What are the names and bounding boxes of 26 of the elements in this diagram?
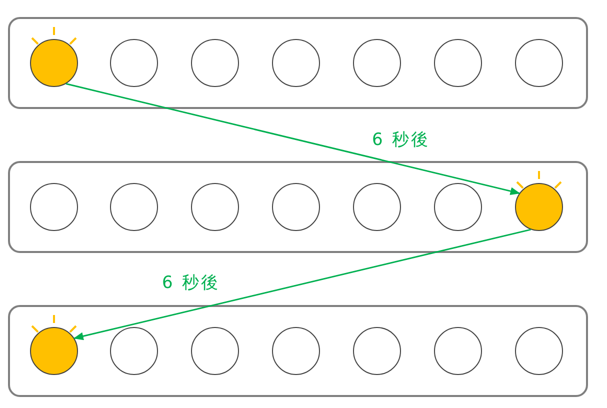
lamp-circle — [353, 183, 401, 231]
lamp-circle — [110, 327, 158, 375]
arrow — [73, 228, 531, 340]
lamp-circle — [272, 183, 320, 231]
lamp-circle — [110, 39, 158, 87]
lamp-circle — [272, 39, 320, 87]
lamp-circle — [353, 39, 401, 87]
lamp-circle — [434, 327, 482, 375]
lamp-circle — [191, 39, 239, 87]
lit-lamp-circle — [515, 183, 563, 231]
panel-box — [8, 161, 588, 253]
lamp-circle — [515, 327, 563, 375]
lamp-circle — [434, 183, 482, 231]
lamp-circle — [515, 39, 563, 87]
panel-box — [8, 305, 588, 397]
lamp-circle — [30, 183, 78, 231]
panel-box — [8, 17, 588, 109]
lamp-circle — [191, 327, 239, 375]
lamp-circle — [191, 183, 239, 231]
lamp-circle — [110, 183, 158, 231]
lamp-circle — [272, 327, 320, 375]
lit-lamp-circle — [30, 327, 78, 375]
lamp-circle — [434, 39, 482, 87]
lit-lamp-circle — [30, 39, 78, 87]
arrow — [66, 83, 520, 195]
lamp-circle — [353, 327, 401, 375]
